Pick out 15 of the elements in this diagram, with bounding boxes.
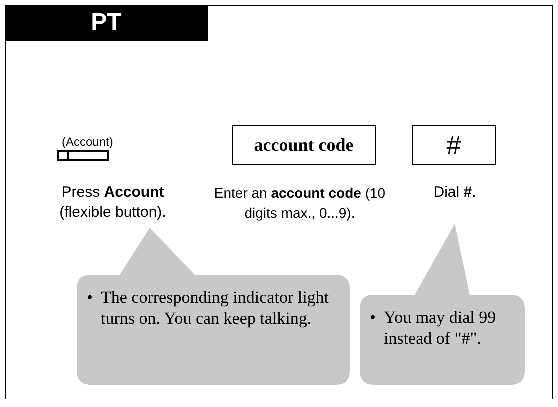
- callout-text: The corresponding indicator light turns on. You can keep talking.: [101, 287, 330, 329]
- section-tab: PT: [5, 5, 208, 41]
- bullet-mark: •: [87, 287, 94, 309]
- bullet-mark: •: [370, 307, 377, 329]
- key-label: (Account): [62, 135, 114, 149]
- step-caption: Enter an account code (10 digits max., 0...9).: [213, 184, 387, 223]
- step-caption: Dial #.: [432, 183, 478, 203]
- key-box: [232, 125, 376, 165]
- callout-bubble: [360, 224, 525, 385]
- step-caption: Press Account (flexible button).: [58, 183, 168, 223]
- key-text: account code: [254, 134, 354, 156]
- callout-bubble: [77, 228, 350, 385]
- callout-text: You may dial 99 instead of "#".: [384, 307, 498, 349]
- key-box: [412, 125, 496, 165]
- key-text: #: [446, 130, 462, 160]
